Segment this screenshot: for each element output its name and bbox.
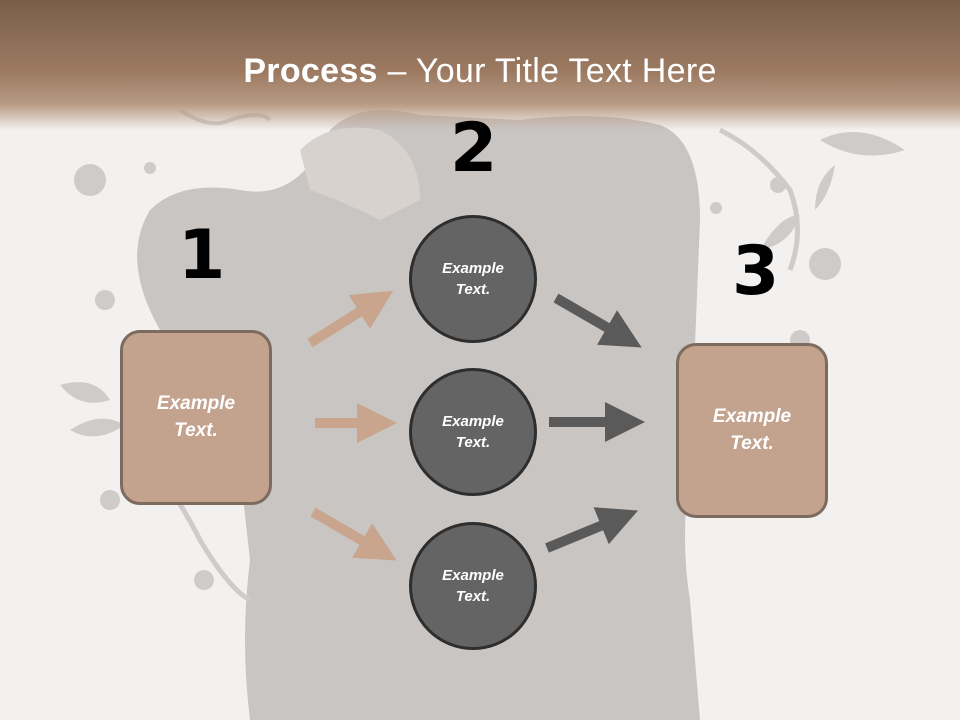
decor-leaf bbox=[60, 382, 110, 403]
title-separator: – bbox=[377, 52, 416, 90]
decor-dot bbox=[710, 202, 722, 214]
node-circle-3[interactable]: Example Text. bbox=[409, 522, 537, 650]
arrow-step1-to-node3 bbox=[310, 507, 397, 561]
decor-dot bbox=[74, 164, 106, 196]
node-3-text-line1: Example bbox=[442, 567, 504, 584]
decor-dot bbox=[809, 248, 841, 280]
step-number-1: 1 bbox=[178, 216, 226, 295]
step-1-text-line1: Example bbox=[156, 392, 236, 414]
node-1-text-line1: Example bbox=[442, 260, 504, 277]
decor-dot bbox=[194, 570, 214, 590]
arrow-node3-to-step3 bbox=[545, 507, 639, 553]
step-3-text-line1: Example bbox=[712, 405, 792, 427]
slide-title: Process – Your Title Text Here bbox=[0, 52, 960, 91]
decor-dot bbox=[95, 290, 115, 310]
decor-leaf bbox=[70, 418, 125, 437]
header-band bbox=[0, 0, 960, 130]
step-3-text-line2: Text. bbox=[730, 432, 774, 454]
step-1-box[interactable]: Example Text. bbox=[120, 330, 272, 505]
silhouette-arm bbox=[300, 127, 420, 220]
step-3-box[interactable]: Example Text. bbox=[676, 343, 828, 518]
title-rest: Your Title Text Here bbox=[415, 52, 717, 90]
step-number-2: 2 bbox=[450, 109, 498, 188]
title-bold: Process bbox=[243, 52, 378, 90]
node-circle-2[interactable]: Example Text. bbox=[409, 368, 537, 496]
decor-dot bbox=[100, 490, 120, 510]
arrow-node1-to-step3 bbox=[553, 293, 642, 348]
decor-vine bbox=[718, 127, 800, 271]
decor-leaf bbox=[760, 215, 800, 250]
arrow-step1-to-node1 bbox=[307, 290, 394, 348]
node-2-text-line2: Text. bbox=[455, 434, 491, 451]
node-2-text-line1: Example bbox=[442, 413, 504, 430]
node-circle-1[interactable]: Example Text. bbox=[409, 215, 537, 343]
step-1-text-line2: Text. bbox=[174, 419, 218, 441]
node-1-text-line2: Text. bbox=[455, 281, 491, 298]
decor-leaf bbox=[815, 165, 835, 210]
decor-leaf bbox=[820, 132, 905, 156]
decor-dot bbox=[144, 162, 156, 174]
node-3-text-line2: Text. bbox=[455, 588, 491, 605]
step-number-3: 3 bbox=[732, 232, 780, 311]
